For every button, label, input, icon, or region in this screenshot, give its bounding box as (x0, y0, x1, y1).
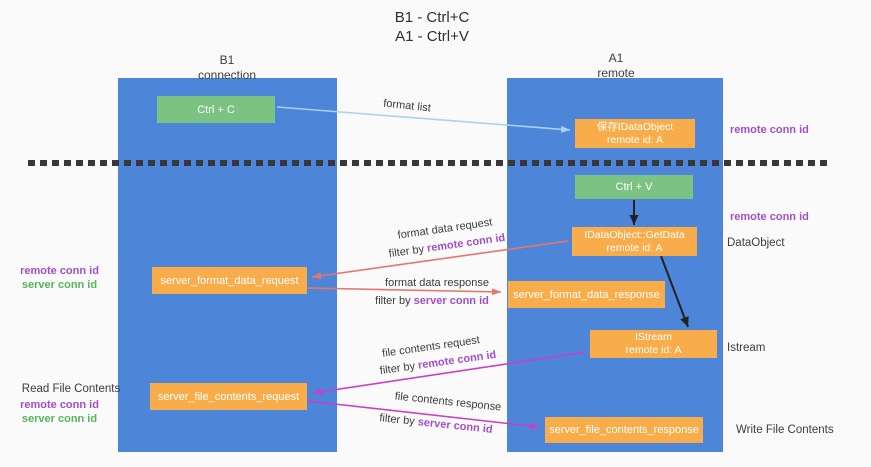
format-data-response-label: format data response (385, 277, 489, 289)
node-server-format-data-request-label: server_format_data_request (160, 274, 299, 287)
node-server-format-data-response-label: server_format_data_response (513, 288, 660, 301)
server-conn-id-text: server conn id (413, 295, 489, 307)
node-server-format-data-request: server_format_data_request (152, 267, 307, 294)
istream-side-label: Istream (727, 342, 766, 354)
remote-conn-id-right-top-label: remote conn id (730, 124, 809, 136)
format-data-response-arrow (307, 287, 502, 296)
filter-by-server-conn-id-label-1: filter by server conn id (375, 295, 489, 307)
diagram-title: B1 - Ctrl+C A1 - Ctrl+V (395, 8, 470, 46)
getdata-to-istream-arrow (660, 255, 689, 328)
remote-conn-id-left-2-label: remote conn id (20, 399, 99, 411)
node-server-file-contents-response: server_file_contents_response (545, 417, 703, 443)
server-conn-id-left-2-label: server conn id (21, 413, 98, 425)
node-istream: IStream remote id: A (590, 330, 717, 358)
clipboard-phase-separator-line (28, 160, 832, 166)
node-ctrl-v: Ctrl + V (575, 175, 693, 199)
node-server-file-contents-request-label: server_file_contents_request (157, 390, 300, 403)
lane-header-a1: A1 remote (597, 51, 634, 81)
file-contents-response-arrow (307, 400, 540, 430)
node-ctrl-c: Ctrl + C (157, 96, 275, 123)
lane-b1-role: connection (197, 68, 257, 82)
lane-b1-name: B1 (219, 53, 235, 67)
title-line-1: B1 - Ctrl+C (394, 9, 470, 26)
node-ctrl-v-label: Ctrl + V (615, 181, 653, 193)
node-save-idataobject-line1: 保存IDataObject (596, 120, 674, 133)
dataobject-label: DataObject (727, 237, 785, 249)
lane-a1-role: remote (597, 66, 635, 80)
read-file-contents-label: Read File Contents (21, 383, 121, 395)
conn-id-pair-format: remote conn id server conn id (12, 264, 107, 292)
file-contents-request-arrow (312, 351, 587, 396)
remote-conn-id-left-1-label: remote conn id (20, 265, 99, 277)
node-ctrl-c-label: Ctrl + C (197, 103, 235, 116)
node-server-file-contents-response-label: server_file_contents_response (549, 424, 699, 436)
node-server-format-data-response: server_format_data_response (508, 281, 665, 308)
remote-conn-id-right-mid-label: remote conn id (730, 211, 809, 223)
lane-header-b1: B1 connection (198, 53, 256, 83)
node-istream-line1: IStream (635, 331, 672, 343)
server-conn-id-left-1-label: server conn id (21, 279, 98, 291)
node-idataobject-getdata: IDataObject::GetData remote id: A (572, 227, 697, 256)
format-list-arrow (276, 106, 571, 133)
node-save-idataobject: 保存IDataObject remote id: A (575, 119, 695, 148)
filter-by-text: filter by (375, 295, 414, 307)
write-file-contents-label: Write File Contents (736, 424, 834, 436)
lane-a1-name: A1 (608, 51, 624, 65)
node-istream-line2: remote id: A (625, 344, 682, 356)
title-line-2: A1 - Ctrl+V (395, 28, 469, 45)
node-idataobject-getdata-line2: remote id: A (606, 241, 663, 254)
conn-id-pair-file: remote conn id server conn id (12, 398, 107, 426)
node-save-idataobject-line2: remote id: A (606, 133, 664, 146)
node-server-file-contents-request: server_file_contents_request (150, 383, 307, 410)
node-idataobject-getdata-line1: IDataObject::GetData (584, 228, 685, 241)
format-data-request-arrow (311, 240, 569, 280)
